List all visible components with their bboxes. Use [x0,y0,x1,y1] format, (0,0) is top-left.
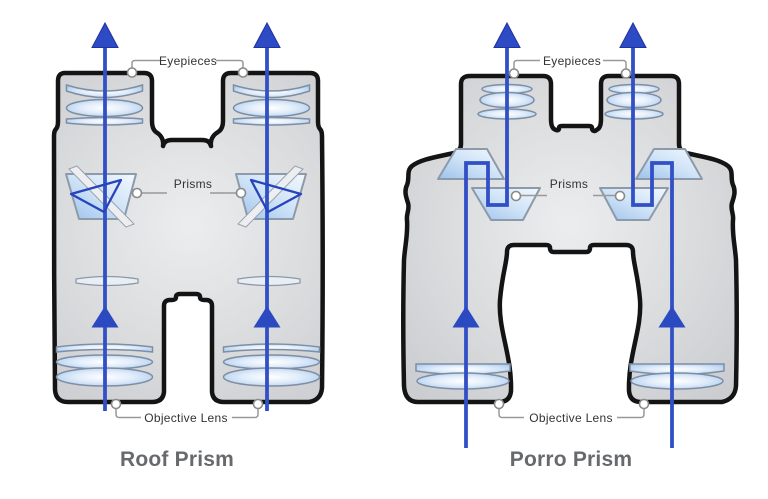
connector-line [498,408,524,419]
anchor-dot [252,398,264,410]
up-arrowhead-icon [91,21,119,48]
connector-line [115,408,141,419]
connector-line [603,59,627,69]
porro-light-path-left [452,21,521,448]
roof-field-lens-right [237,275,301,287]
anchor-dot [620,68,632,79]
roof-objective-lenses-right [222,343,321,387]
anchor-dot [237,67,249,78]
roof-light-path-right [249,21,303,411]
porro-eyepiece-lenses-left [477,83,537,120]
label-anchor-dots [110,67,650,410]
porro-eyepieces-label: Eyepieces [542,54,602,68]
anchor-dot [131,187,143,199]
roof-prism-title: Roof Prism [119,448,235,471]
connector-line [232,408,259,419]
porro-binocular-body [401,73,739,405]
anchor-dot [110,398,122,410]
porro-objective-lenses-right [629,363,725,390]
roof-binocular-body [51,70,325,405]
roof-prisms-label: Prisms [173,177,213,191]
roof-eyepieces-label: Eyepieces [158,54,218,68]
label-connectors [115,59,645,419]
connector-line [216,59,244,68]
roof-binoculars [51,21,325,411]
inner-arrowhead-icon [91,306,119,328]
anchor-dot [235,187,247,199]
anchor-dot [614,190,626,202]
roof-light-path-left [69,21,123,411]
anchor-dot [508,68,520,79]
inner-arrowhead-icon [253,306,281,328]
connector-line [617,408,645,419]
up-arrowhead-icon [253,21,281,48]
anchor-dot [638,398,650,410]
anchor-dot [126,67,138,78]
connector-line [131,59,160,68]
porro-objective-lenses-left [415,363,511,390]
prism-reflection-path [249,178,303,214]
porro-light-path-right [619,21,686,448]
prism-reflection-path [69,178,123,214]
inner-arrowhead-icon [658,306,686,328]
inner-arrowhead-icon [452,306,480,328]
anchor-dot [493,398,505,410]
porro-prisms-label: Prisms [549,177,589,191]
up-arrowhead-icon [619,21,647,48]
roof-field-lens-left [75,275,139,287]
up-arrowhead-icon [493,21,521,48]
connector-line [513,59,540,69]
anchor-dot [510,190,522,202]
porro-objective-lens-label: Objective Lens [529,411,613,425]
porro-prism-title: Porro Prism [509,448,633,471]
porro-binoculars [401,21,739,448]
roof-objective-lens-label: Objective Lens [144,411,228,425]
roof-eyepiece-lenses-right [232,83,311,126]
roof-eyepiece-lenses-left [65,83,144,126]
